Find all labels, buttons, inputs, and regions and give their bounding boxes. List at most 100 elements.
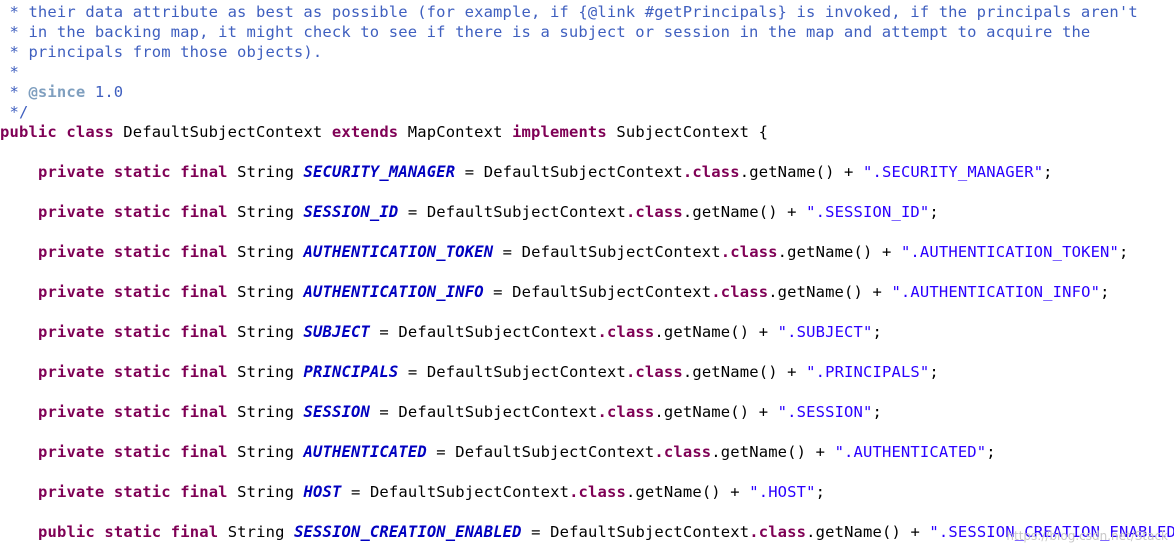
comment-end: */ bbox=[0, 103, 29, 121]
modifier-keyword: private bbox=[38, 283, 105, 301]
owner-class: DefaultSubjectContext bbox=[426, 363, 626, 381]
semicolon: ; bbox=[815, 483, 826, 501]
semicolon: ; bbox=[1043, 163, 1053, 181]
class-literal: .class bbox=[597, 323, 655, 341]
semicolon: ; bbox=[872, 323, 882, 341]
get-name-call: .getName() + bbox=[682, 203, 807, 221]
string-literal: ".HOST" bbox=[749, 483, 816, 501]
string-literal: ".AUTHENTICATION_TOKEN" bbox=[900, 243, 1120, 261]
field-name: AUTHENTICATION_INFO bbox=[303, 283, 484, 301]
modifier-keyword: static bbox=[113, 483, 171, 501]
field-declaration: private static final String AUTHENTICATI… bbox=[38, 242, 1129, 262]
get-name-call: .getName() + bbox=[768, 283, 892, 301]
comment-line-3: * principals from those objects). bbox=[0, 43, 323, 61]
string-literal: ".SESSION_CREATION_ENABLED" bbox=[929, 523, 1174, 541]
owner-class: DefaultSubjectContext bbox=[398, 323, 598, 341]
owner-class: DefaultSubjectContext bbox=[426, 203, 626, 221]
field-type: String bbox=[237, 283, 295, 301]
open-brace: { bbox=[758, 123, 769, 141]
kw-public: public bbox=[0, 123, 57, 141]
field-declaration: private static final String AUTHENTICATE… bbox=[38, 442, 996, 462]
field-name: SESSION_ID bbox=[303, 203, 399, 221]
get-name-call: .getName() + bbox=[654, 403, 778, 421]
field-name: AUTHENTICATED bbox=[303, 443, 427, 461]
class-literal: .class bbox=[625, 203, 683, 221]
field-declaration: private static final String SUBJECT = De… bbox=[38, 322, 882, 342]
assign-operator: = bbox=[483, 283, 513, 301]
class-literal: .class bbox=[654, 443, 712, 461]
assign-operator: = bbox=[521, 523, 551, 541]
field-name: SECURITY_MANAGER bbox=[303, 163, 456, 181]
class-literal: .class bbox=[749, 523, 807, 541]
semicolon: ; bbox=[929, 363, 939, 381]
field-declaration: private static final String PRINCIPALS =… bbox=[38, 362, 939, 382]
field-declaration: private static final String SESSION_ID =… bbox=[38, 202, 939, 222]
owner-class: DefaultSubjectContext bbox=[369, 483, 570, 501]
assign-operator: = bbox=[369, 403, 399, 421]
field-type: String bbox=[237, 403, 295, 421]
class-literal: .class bbox=[711, 283, 769, 301]
class-literal: .class bbox=[597, 403, 655, 421]
field-type: String bbox=[237, 243, 295, 261]
since-tag: @since bbox=[28, 83, 86, 101]
modifier-keyword: static bbox=[113, 283, 171, 301]
modifier-keyword: static bbox=[113, 403, 171, 421]
string-literal: ".PRINCIPALS" bbox=[806, 363, 930, 381]
semicolon: ; bbox=[986, 443, 996, 461]
comment-line-1: * their data attribute as best as possib… bbox=[0, 3, 1138, 21]
string-literal: ".SESSION" bbox=[777, 403, 873, 421]
string-literal: ".SESSION_ID" bbox=[806, 203, 930, 221]
get-name-call: .getName() + bbox=[806, 523, 930, 541]
modifier-keyword: final bbox=[180, 443, 228, 461]
field-type: String bbox=[237, 323, 295, 341]
modifier-keyword: final bbox=[180, 363, 228, 381]
modifier-keyword: static bbox=[113, 243, 171, 261]
watermark: https://blog.csdn.net/Stack bbox=[1006, 529, 1168, 543]
field-type: String bbox=[237, 483, 295, 501]
modifier-keyword: static bbox=[104, 523, 162, 541]
assign-operator: = bbox=[341, 483, 370, 501]
field-declaration: public static final String SESSION_CREAT… bbox=[38, 522, 1174, 542]
field-type: String bbox=[237, 443, 295, 461]
modifier-keyword: static bbox=[113, 443, 171, 461]
semicolon: ; bbox=[1119, 243, 1129, 261]
modifier-keyword: final bbox=[180, 163, 228, 181]
modifier-keyword: private bbox=[38, 483, 105, 501]
modifier-keyword: private bbox=[38, 203, 105, 221]
since-prefix: * bbox=[0, 83, 29, 101]
modifier-keyword: static bbox=[113, 363, 171, 381]
field-type: String bbox=[237, 163, 295, 181]
modifier-keyword: final bbox=[180, 243, 228, 261]
assign-operator: = bbox=[398, 203, 427, 221]
field-declaration: private static final String HOST = Defau… bbox=[38, 482, 825, 502]
class-literal: .class bbox=[720, 243, 778, 261]
assign-operator: = bbox=[455, 163, 484, 181]
modifier-keyword: final bbox=[180, 483, 228, 501]
class-literal: .class bbox=[625, 363, 683, 381]
kw-implements: implements bbox=[512, 123, 607, 141]
string-literal: ".AUTHENTICATED" bbox=[834, 443, 987, 461]
since-value: 1.0 bbox=[85, 83, 124, 101]
modifier-keyword: static bbox=[113, 323, 171, 341]
kw-class: class bbox=[66, 123, 114, 141]
iface-name: SubjectContext bbox=[616, 123, 750, 141]
semicolon: ; bbox=[929, 203, 939, 221]
field-name: SESSION bbox=[303, 403, 370, 421]
modifier-keyword: static bbox=[113, 203, 171, 221]
modifier-keyword: final bbox=[180, 323, 228, 341]
class-name: DefaultSubjectContext bbox=[123, 123, 323, 141]
get-name-call: .getName() + bbox=[625, 483, 750, 501]
semicolon: ; bbox=[1100, 283, 1110, 301]
field-declaration: private static final String SECURITY_MAN… bbox=[38, 162, 1053, 182]
super-name: MapContext bbox=[407, 123, 503, 141]
get-name-call: .getName() + bbox=[654, 323, 778, 341]
string-literal: ".SUBJECT" bbox=[777, 323, 873, 341]
modifier-keyword: final bbox=[180, 203, 228, 221]
field-type: String bbox=[227, 523, 285, 541]
get-name-call: .getName() + bbox=[739, 163, 864, 181]
assign-operator: = bbox=[426, 443, 456, 461]
modifier-keyword: private bbox=[38, 403, 105, 421]
get-name-call: .getName() + bbox=[682, 363, 807, 381]
owner-class: DefaultSubjectContext bbox=[550, 523, 750, 541]
